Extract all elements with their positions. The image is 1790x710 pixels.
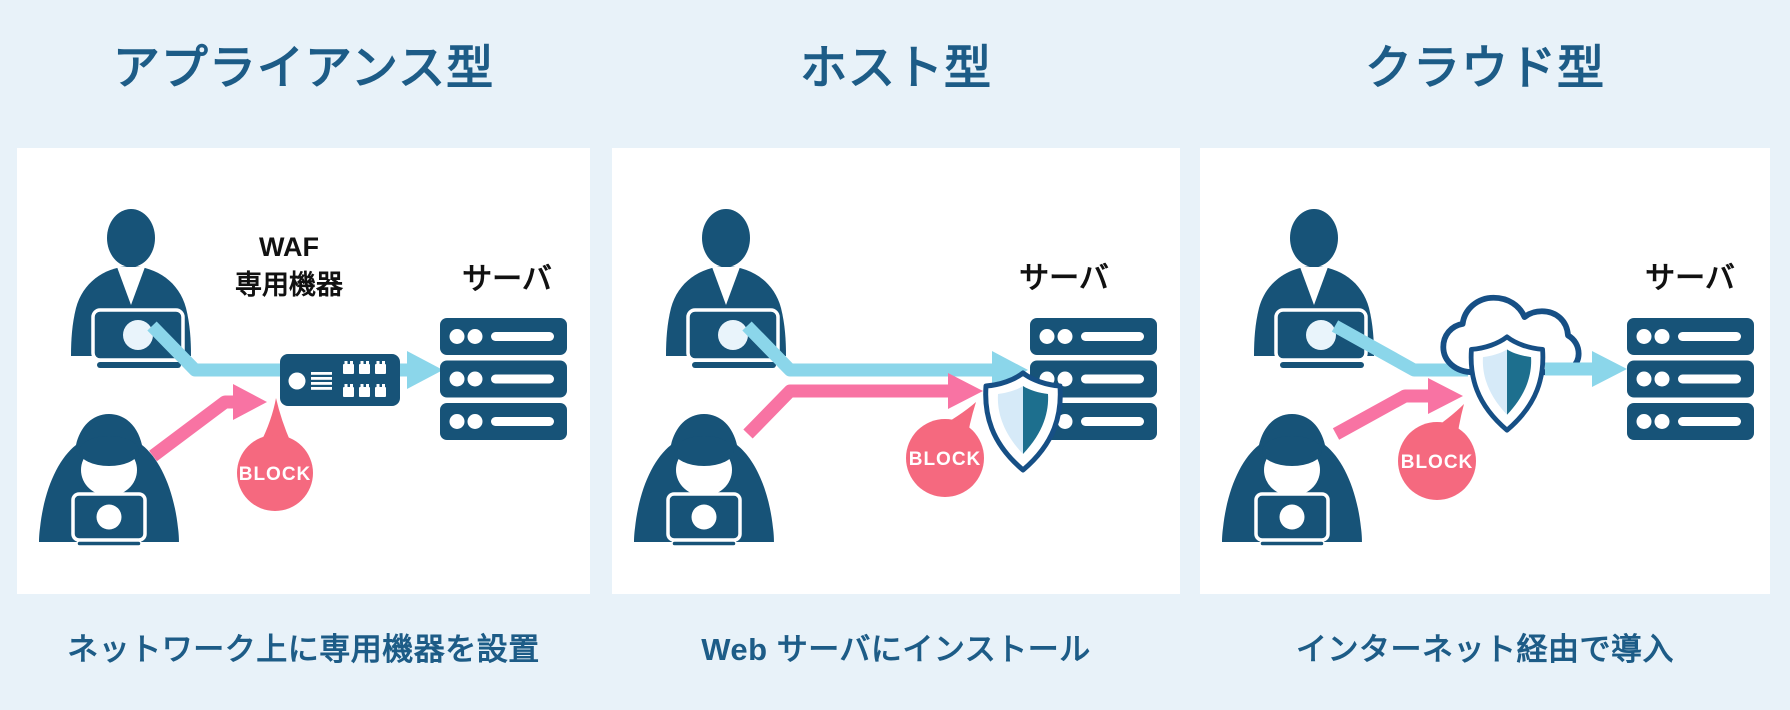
- waf-label-line2: 専用機器: [235, 270, 344, 300]
- arrow-legitimate-traffic-out: [1545, 351, 1627, 387]
- waf-label-line1: WAF: [259, 232, 319, 262]
- panel-cloud-type: クラウド型 サーバ BLOCK: [1200, 0, 1770, 710]
- hacker-icon: [37, 412, 181, 546]
- panel-caption: Web サーバにインストール: [701, 632, 1091, 667]
- diagram-card: BLOCK WAF 専用機器 サーバ: [17, 148, 590, 594]
- panel-title: ホスト型: [800, 41, 992, 94]
- arrow-attack-traffic: [1332, 378, 1463, 440]
- arrow-attack-traffic: [743, 373, 983, 439]
- shield-icon: [986, 373, 1061, 470]
- panel-appliance-type: アプライアンス型 BLOCK WAF 専用機器: [17, 0, 590, 710]
- server-label: サーバ: [1019, 262, 1109, 295]
- diagram-card: サーバ BLOCK: [612, 148, 1180, 594]
- block-balloon: BLOCK: [237, 398, 313, 511]
- block-label: BLOCK: [239, 464, 312, 485]
- block-balloon: BLOCK: [906, 402, 984, 497]
- waf-appliance-icon: [280, 354, 400, 406]
- diagram-card: サーバ BLOCK: [1200, 148, 1770, 594]
- panel-caption: ネットワーク上に専用機器を設置: [67, 632, 540, 667]
- server-label: サーバ: [462, 263, 552, 296]
- server-icon: [1627, 318, 1754, 440]
- host-diagram: サーバ BLOCK: [632, 208, 1157, 546]
- server-label: サーバ: [1645, 262, 1735, 295]
- appliance-diagram: BLOCK WAF 専用機器 サーバ: [37, 208, 567, 546]
- block-label: BLOCK: [1401, 452, 1474, 473]
- server-icon: [440, 318, 567, 440]
- block-balloon: BLOCK: [1398, 404, 1476, 500]
- arrow-legitimate-traffic: [742, 321, 1028, 389]
- panel-title: アプライアンス型: [112, 41, 495, 94]
- panel-caption: インターネット経由で導入: [1296, 632, 1674, 667]
- shield-icon: [1471, 337, 1543, 430]
- panel-title: クラウド型: [1365, 41, 1605, 94]
- cloud-diagram: サーバ BLOCK: [1220, 208, 1754, 546]
- panel-host-type: ホスト型 サーバ BLOCK Web サーバにインストール: [612, 0, 1180, 710]
- block-label: BLOCK: [909, 449, 982, 470]
- arrow-attack-traffic: [149, 384, 267, 462]
- arrow-legitimate-traffic: [1331, 320, 1468, 377]
